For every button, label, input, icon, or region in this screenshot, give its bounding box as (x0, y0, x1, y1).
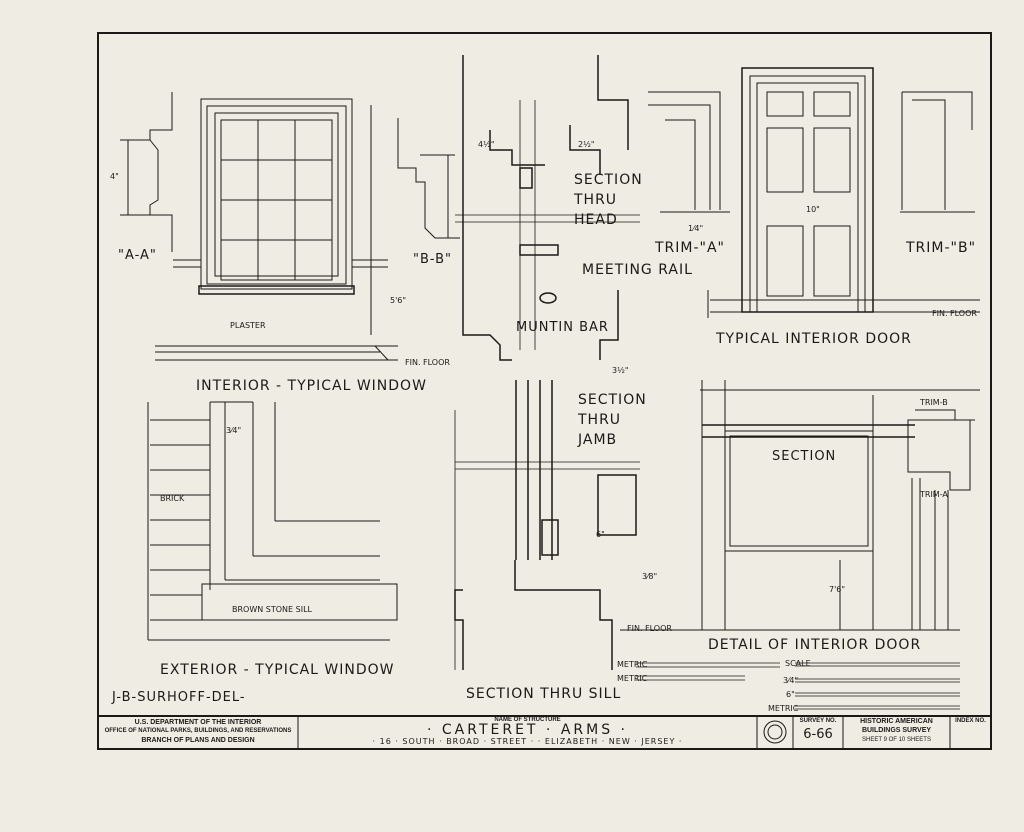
interior-window-elevation (173, 98, 388, 335)
dim-4-half: 4½" (478, 140, 495, 149)
survey-number: 6-66 (803, 727, 833, 742)
trim-b-label: TRIM-"B" (906, 240, 977, 256)
dim-3-4: 3⁄4" (226, 426, 242, 435)
scale-metric-label-1: METRIC (617, 660, 648, 669)
exterior-window-elevation (147, 401, 398, 641)
section-column-breaks (454, 100, 640, 670)
agency-line-2: OFFICE OF NATIONAL PARKS, BUILDINGS, AND… (104, 728, 292, 734)
dim-1-4: 1⁄4" (688, 224, 704, 233)
trim-a-detail-label: TRIM-A (920, 490, 948, 499)
agency-line-3: BRANCH OF PLANS AND DESIGN (141, 737, 255, 744)
scale-3-4-inch-label: 3⁄4" (783, 676, 799, 685)
trim-a-profile (648, 91, 730, 213)
fin-floor-label-window: FIN. FLOOR (405, 358, 450, 367)
sheet-border (97, 32, 992, 750)
habs-line-2: BUILDINGS SURVEY (861, 727, 932, 734)
agency-line-1: U.S. DEPARTMENT OF THE INTERIOR (134, 719, 262, 726)
window-section-column (454, 55, 637, 670)
habs-line-1: HISTORIC AMERICAN (860, 718, 933, 725)
structure-name-caption: NAME OF STRUCTURE (494, 717, 561, 723)
typical-interior-door-title: TYPICAL INTERIOR DOOR (716, 331, 912, 347)
exterior-window-title: EXTERIOR - TYPICAL WINDOW (160, 662, 395, 678)
section-thru-jamb-label: SECTION THRU JAMB (578, 392, 647, 448)
muntin-bar-label: MUNTIN BAR (516, 320, 609, 335)
graphic-scales (636, 662, 960, 710)
fin-floor-label-detail: FIN. FLOOR (627, 624, 672, 633)
typical-interior-door (707, 67, 980, 318)
dim-5-6: 5'6" (390, 296, 407, 305)
section-b-b-label: "B-B" (413, 252, 453, 267)
survey-number-caption: SURVEY NO. (799, 718, 837, 724)
dim-2-half: 2½" (578, 140, 595, 149)
scale-metric-label-2: METRIC (617, 674, 648, 683)
section-label: SECTION (772, 449, 837, 464)
survey-seal (763, 720, 787, 744)
dim-3-8: 3⁄8" (642, 572, 658, 581)
plaster-label: PLASTER (230, 321, 266, 330)
trim-b-detail-label: TRIM-B (920, 398, 948, 407)
interior-window-section (155, 345, 398, 361)
trim-b-profile (900, 91, 975, 213)
structure-name: · CARTERET · ARMS · (426, 722, 628, 738)
dim-3-half: 3½" (612, 366, 629, 375)
interior-window-title: INTERIOR - TYPICAL WINDOW (196, 378, 427, 394)
detail-interior-door-title: DETAIL OF INTERIOR DOOR (708, 637, 922, 653)
section-thru-head-label: SECTION THRU HEAD (574, 172, 643, 228)
sheet-number: SHEET 9 OF 10 SHEETS (862, 737, 931, 743)
dim-4: 4" (110, 172, 119, 181)
fin-floor-label-door: FIN. FLOOR (932, 309, 977, 318)
section-b-b-profile (397, 118, 460, 239)
section-thru-sill-title: SECTION THRU SILL (466, 686, 622, 702)
scale-metric-label-3: METRIC (768, 704, 799, 713)
dim-7-6: 7'6" (829, 585, 846, 594)
brick-label: BRICK (160, 494, 185, 503)
dim-6: 6" (596, 530, 605, 539)
dim-10: 10" (806, 205, 820, 214)
scale-label: SCALE (785, 659, 811, 668)
meeting-rail-label: MEETING RAIL (582, 262, 693, 278)
trim-a-label: TRIM-"A" (655, 240, 725, 256)
index-number-caption: INDEX NO. (955, 718, 986, 724)
detail-interior-door (620, 380, 980, 631)
scale-6-inch-label: 6" (786, 690, 795, 699)
section-a-a-label: "A-A" (118, 248, 157, 263)
structure-address: · 16 · SOUTH · BROAD · STREET · · ELIZAB… (372, 737, 683, 746)
brown-stone-sill-label: BROWN STONE SILL (232, 605, 312, 614)
section-a-a-profile (120, 92, 173, 252)
delineator-credit: J-B-SURHOFF-DEL- (112, 690, 246, 705)
